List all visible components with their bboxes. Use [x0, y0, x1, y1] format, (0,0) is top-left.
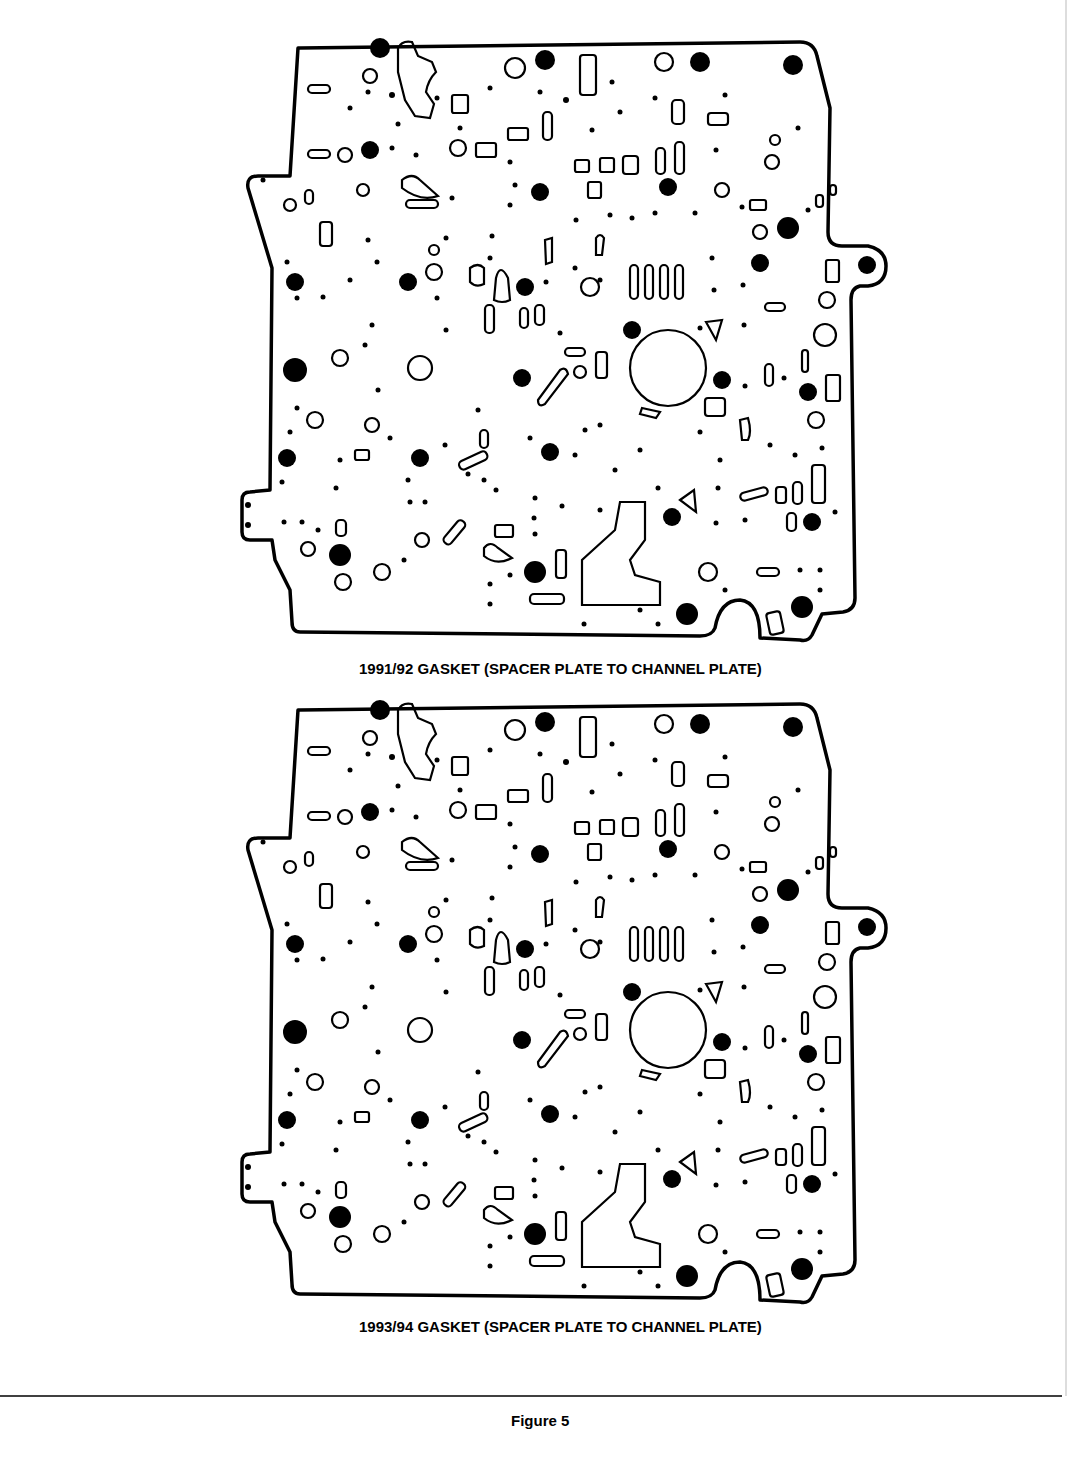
margin-line [1066, 0, 1067, 1396]
figure-number: Figure 5 [509, 1412, 571, 1429]
rule-line [0, 1395, 1062, 1397]
gasket-1993-94 [242, 700, 886, 1302]
gasket-1991-92 [242, 38, 886, 640]
figure-caption-1993: 1993/94 GASKET (SPACER PLATE TO CHANNEL … [357, 1318, 764, 1335]
figure-caption-1991: 1991/92 GASKET (SPACER PLATE TO CHANNEL … [357, 660, 764, 677]
